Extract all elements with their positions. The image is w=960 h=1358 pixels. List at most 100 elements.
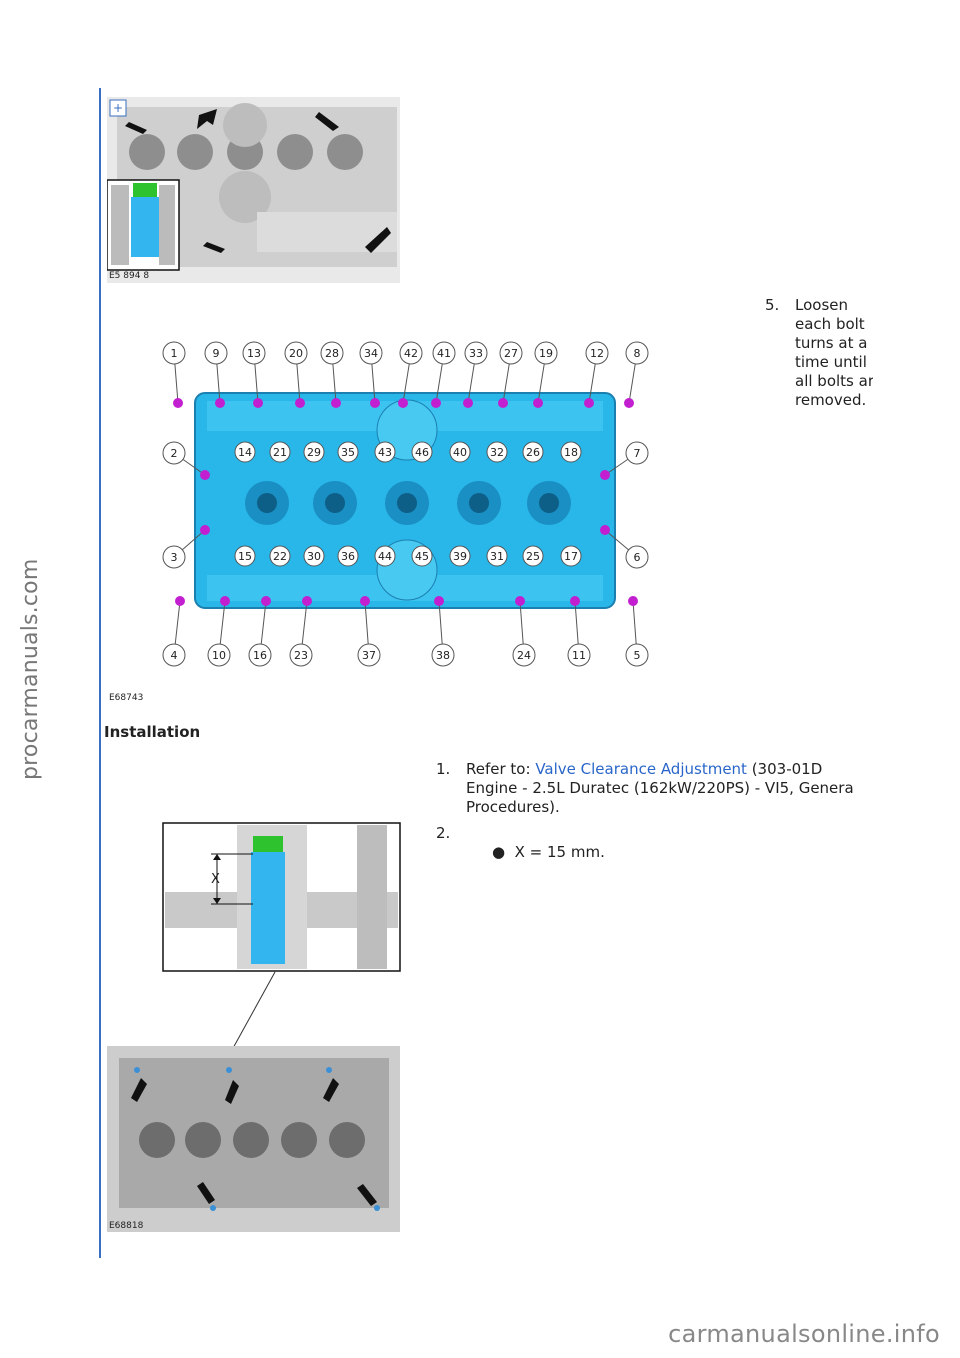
bolt-marker	[628, 596, 638, 606]
bolt-number-label: 28	[325, 347, 339, 360]
bolt-callout-circle	[411, 441, 433, 463]
bolt-number-label: 39	[453, 550, 467, 563]
figure-tappet-detail: E68818 X	[107, 822, 402, 1234]
figure-head-photo-top: + E5 894 8	[107, 97, 400, 283]
bolt-callout-circle	[512, 643, 536, 667]
bolt-marker	[431, 398, 441, 408]
bolt-marker	[533, 398, 543, 408]
tappet-detail-drawing	[107, 822, 401, 1232]
bolt-callout-circle	[248, 643, 272, 667]
bolt-number-label: 43	[378, 446, 392, 459]
step-line: Refer to: Valve Clearance Adjustment (30…	[466, 760, 876, 779]
bolt-marker	[463, 398, 473, 408]
bolt-number-label: 6	[634, 551, 641, 564]
bolt-callout-circle	[560, 545, 582, 567]
step-line: Procedures).	[466, 798, 560, 816]
bolt-number-label: 4	[171, 649, 178, 662]
bolt-callout-circle	[560, 441, 582, 463]
bolt-number-label: 5	[634, 649, 641, 662]
bolt-marker	[302, 596, 312, 606]
bolt-marker	[600, 525, 610, 535]
step-text: Loosen each bolt turns at a time until a…	[795, 296, 873, 410]
bolt-number-label: 45	[415, 550, 429, 563]
bolt-callout-circle	[411, 545, 433, 567]
bolt-number-label: 35	[341, 446, 355, 459]
bolt-number-label: 23	[294, 649, 308, 662]
bolt-marker	[175, 596, 185, 606]
valve-clearance-link[interactable]: Valve Clearance Adjustment	[535, 760, 747, 778]
bolt-number-label: 8	[634, 347, 641, 360]
bolt-number-label: 3	[171, 551, 178, 564]
bolt-number-label: 37	[362, 649, 376, 662]
bolt-number-label: 38	[436, 649, 450, 662]
bolt-number-label: 15	[238, 550, 252, 563]
bolt-number-label: 12	[590, 347, 604, 360]
bolt-marker	[200, 525, 210, 535]
bolt-callout-circle	[431, 643, 455, 667]
refer-to-label: Refer to:	[466, 760, 536, 778]
bolt-callout-circle	[207, 643, 231, 667]
bolt-callout-circle	[625, 545, 649, 569]
step-line-suffix: (303-01D	[746, 760, 823, 778]
bolt-callout-circle	[162, 643, 186, 667]
bolt-number-label: 14	[238, 446, 252, 459]
bolt-callout-circle	[303, 441, 325, 463]
bolt-callout-circle	[162, 441, 186, 465]
bolt-marker	[331, 398, 341, 408]
step-number: 2.	[436, 824, 451, 842]
bolt-number-label: 2	[171, 447, 178, 460]
bolt-number-label: 40	[453, 446, 467, 459]
bolt-callout-circle	[486, 441, 508, 463]
step-line: each bolt	[795, 315, 865, 333]
step-number: 5.	[765, 296, 780, 314]
bolt-marker	[173, 398, 183, 408]
bolt-number-label: 19	[539, 347, 553, 360]
bolt-number-label: 32	[490, 446, 504, 459]
bolt-callout-circle	[242, 341, 266, 365]
bolt-number-label: 46	[415, 446, 429, 459]
bolt-number-label: 42	[404, 347, 418, 360]
bolt-number-label: 26	[526, 446, 540, 459]
bolt-callout-circle	[534, 341, 558, 365]
bolt-callout-circle	[625, 643, 649, 667]
bolt-number-label: 31	[490, 550, 504, 563]
bolt-callout-circle	[269, 441, 291, 463]
bolt-callout-circle	[522, 441, 544, 463]
bolt-number-label: 34	[364, 347, 378, 360]
bolt-callout-circle	[399, 341, 423, 365]
bolt-number-label: 29	[307, 446, 321, 459]
bolt-marker	[215, 398, 225, 408]
bolt-marker	[570, 596, 580, 606]
bolt-callout-circle	[320, 341, 344, 365]
bolt-callout-circle	[625, 441, 649, 465]
bolt-marker	[253, 398, 263, 408]
bolt-marker	[498, 398, 508, 408]
bolt-number-label: 27	[504, 347, 518, 360]
bolt-callout-circle	[567, 643, 591, 667]
bolt-number-label: 11	[572, 649, 586, 662]
bolt-number-label: 24	[517, 649, 531, 662]
bolt-callout-circle	[284, 341, 308, 365]
bolt-callout-circle	[162, 545, 186, 569]
bolt-number-label: 1	[171, 347, 178, 360]
step-line: Loosen	[795, 296, 848, 314]
step-text: Refer to: Valve Clearance Adjustment (30…	[466, 760, 876, 817]
bolt-number-label: 17	[564, 550, 578, 563]
bolt-callout-circle	[289, 643, 313, 667]
bolt-marker	[200, 470, 210, 480]
bolt-callout-circle	[499, 341, 523, 365]
bolt-number-label: 44	[378, 550, 392, 563]
bolt-callout-circle	[162, 341, 186, 365]
bolt-number-label: 41	[437, 347, 451, 360]
bolt-marker	[624, 398, 634, 408]
bolt-callout-circle	[449, 441, 471, 463]
bolt-callout-circle	[486, 545, 508, 567]
bolt-marker	[360, 596, 370, 606]
step-line: all bolts ar	[795, 372, 873, 390]
bottom-watermark: carmanualsonline.info	[668, 1320, 940, 1348]
installation-step-2: 2. ● X = 15 mm.	[436, 824, 736, 868]
figure-code-3: E68818	[109, 1221, 144, 1231]
bullet-dot: ●	[492, 843, 515, 861]
bolt-number-label: 25	[526, 550, 540, 563]
